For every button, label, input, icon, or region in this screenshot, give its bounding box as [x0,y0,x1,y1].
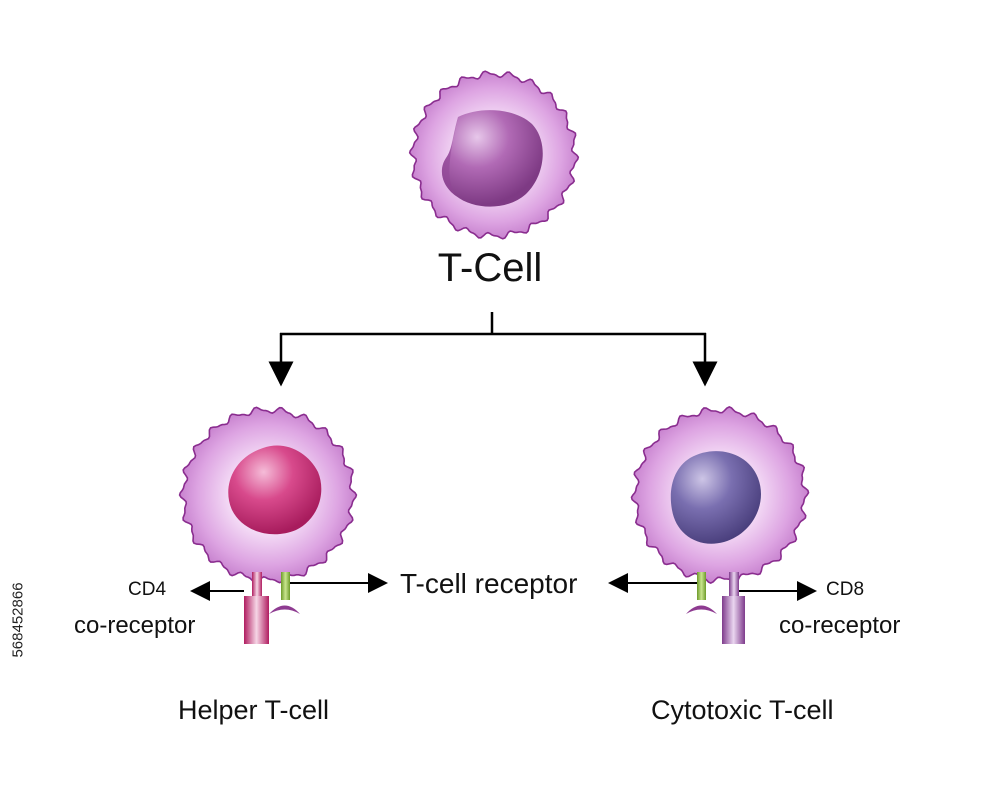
cytotoxic-tcr [686,572,717,614]
stock-id-text: 568452866 [9,582,27,658]
t-cell [408,70,580,240]
helper-t-cell-nucleus [228,445,322,535]
cd4-label: CD4 [128,579,167,600]
helper-t-cell-label: Helper T-cell [178,695,330,725]
t-cell-title: T-Cell [437,246,543,290]
cd8-coreceptor-label: co-receptor [779,612,901,639]
t-cell-nucleus-shade [441,117,458,196]
branch-connector [268,312,718,387]
cytotoxic-t-cell [630,406,810,584]
t-cell-nucleus [441,110,543,207]
cd4-coreceptor-label: co-receptor [74,612,196,639]
cytotoxic-t-cell-nucleus [670,451,761,544]
t-cell-receptor-label: T-cell receptor [400,568,578,599]
cytotoxic-t-cell-label: Cytotoxic T-cell [651,695,834,725]
helper-t-cell [178,406,358,584]
label-arrows [190,573,817,601]
cd4-coreceptor [244,572,269,644]
stock-id-watermark: 568452866 [4,550,32,690]
helper-tcr [269,572,300,614]
cd8-coreceptor [722,572,745,644]
cd8-label: CD8 [826,579,865,600]
